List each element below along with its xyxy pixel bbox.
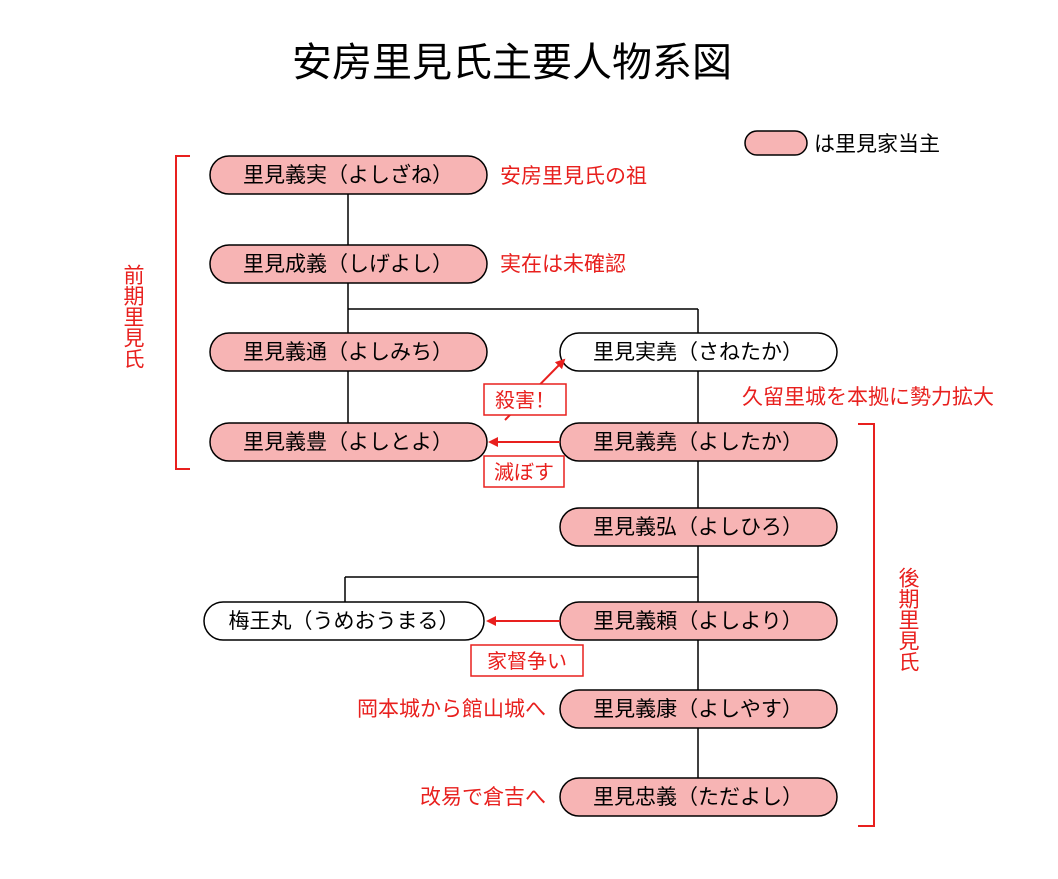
node-pill — [559, 332, 838, 372]
node-pill — [203, 601, 485, 641]
node-label: 里見義堯（よしたか） — [593, 430, 803, 454]
action-label: 家督争い — [487, 649, 567, 673]
bracket-early — [175, 155, 190, 470]
node-umeomaru: 梅王丸（うめおうまる） — [203, 601, 485, 641]
group-brackets — [175, 155, 875, 827]
node-yoshitoyo: 里見義豊（よしとよ） — [209, 422, 488, 462]
legend-label: は里見家当主 — [814, 132, 940, 156]
group-label-late: 後期里見氏 — [896, 567, 920, 672]
connector-lines — [344, 194, 699, 778]
node-pill — [209, 422, 488, 462]
node-pill — [559, 689, 838, 729]
action-box — [483, 383, 567, 416]
note-kurayoshi: 改易で倉吉へ — [420, 785, 546, 809]
legend-swatch — [744, 130, 808, 156]
node-label: 梅王丸（うめおうまる） — [229, 609, 460, 633]
legend: は里見家当主 — [744, 130, 940, 156]
node-label: 里見実堯（さねたか） — [593, 340, 803, 364]
note-tateyama: 岡本城から館山城へ — [357, 697, 546, 721]
action-succession: 家督争い — [470, 644, 584, 677]
action-murder: 殺害！ — [483, 383, 567, 416]
bracket-late — [858, 423, 875, 827]
node-yoshihiro: 里見義弘（よしひろ） — [559, 507, 838, 547]
node-yoshiyasu: 里見義康（よしやす） — [559, 689, 838, 729]
node-yoshimichi: 里見義通（よしみち） — [209, 332, 488, 372]
diagram-title: 安房里見氏主要人物系図 — [292, 40, 732, 86]
node-pill — [559, 507, 838, 547]
node-pill — [209, 155, 488, 195]
note-founder: 安房里見氏の祖 — [500, 164, 647, 188]
node-pill — [559, 777, 838, 817]
node-label: 里見義実（よしざね） — [243, 163, 453, 187]
action-destroy: 滅ぼす — [483, 455, 565, 488]
node-label: 里見義通（よしみち） — [243, 340, 453, 364]
note-kururi: 久留里城を本拠に勢力拡大 — [742, 385, 994, 409]
node-sanetaka: 里見実堯（さねたか） — [559, 332, 838, 372]
action-label: 滅ぼす — [494, 460, 554, 484]
node-label: 里見義弘（よしひろ） — [593, 515, 803, 539]
group-label-early: 前期里見氏 — [121, 264, 145, 369]
node-yoshizane: 里見義実（よしざね） — [209, 155, 488, 195]
node-shigeyoshi: 里見成義（しげよし） — [209, 244, 488, 284]
node-pill — [209, 244, 488, 284]
action-box — [483, 455, 565, 488]
node-label: 里見忠義（ただよし） — [593, 785, 803, 809]
node-tadayoshi: 里見忠義（ただよし） — [559, 777, 838, 817]
node-yoshiyori: 里見義頼（よしより） — [559, 601, 838, 641]
node-label: 里見義康（よしやす） — [593, 697, 803, 721]
node-label: 里見義頼（よしより） — [593, 609, 803, 633]
node-yoshitaka: 里見義堯（よしたか） — [559, 422, 838, 462]
node-label: 里見義豊（よしとよ） — [243, 430, 453, 454]
node-label: 里見成義（しげよし） — [243, 252, 453, 276]
action-box — [470, 644, 584, 677]
note-unconfirmed: 実在は未確認 — [500, 252, 626, 276]
node-pill — [209, 332, 488, 372]
action-label: 殺害！ — [495, 388, 555, 412]
